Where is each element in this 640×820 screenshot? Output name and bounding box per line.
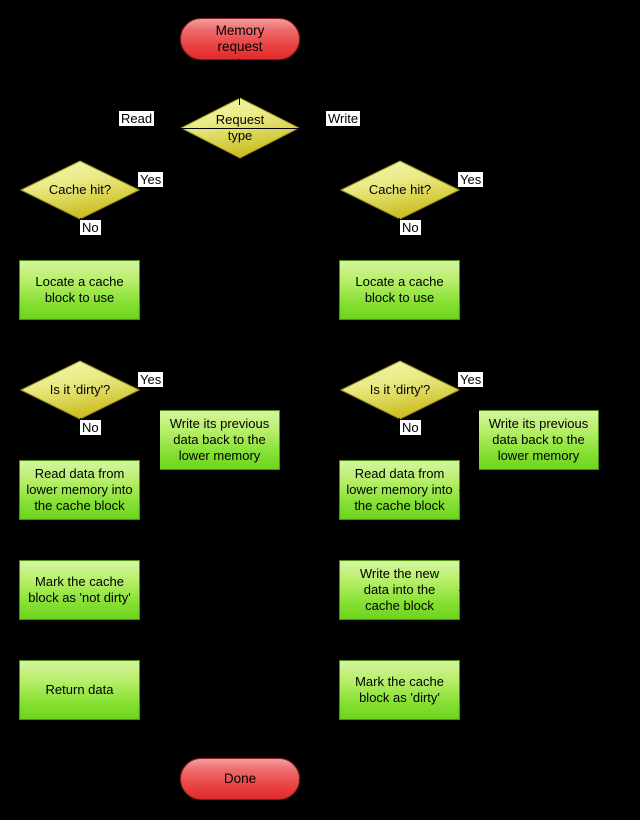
node-write-fetch[interactable]: Read data from lower memory into the cac… bbox=[339, 460, 460, 520]
diamond-shape-icon bbox=[340, 360, 460, 420]
connector-request-to-read-down bbox=[80, 128, 81, 160]
connector-write-fetch-to-newdata bbox=[399, 520, 400, 560]
node-write-locate-block[interactable]: Locate a cache block to use bbox=[339, 260, 460, 320]
edge-label-read-hit-yes: Yes bbox=[138, 172, 164, 187]
node-write-writeback[interactable]: Write its previous data back to the lowe… bbox=[478, 410, 599, 470]
connector-write-dirty-yes-down bbox=[538, 390, 539, 410]
edge-label-write-hit-yes: Yes bbox=[458, 172, 484, 187]
connector-read-writeback-to-fetch bbox=[140, 490, 219, 491]
connector-request-to-read bbox=[80, 128, 240, 129]
connector-write-hit-no-to-locate bbox=[399, 218, 400, 260]
node-read-is-dirty[interactable]: Is it 'dirty'? bbox=[20, 360, 140, 420]
node-read-mark-not-dirty[interactable]: Mark the cache block as 'not dirty' bbox=[19, 560, 140, 620]
node-write-mark-dirty[interactable]: Mark the cache block as 'dirty' bbox=[339, 660, 460, 720]
connector-read-dirty-no-to-fetch bbox=[80, 418, 81, 460]
node-request-type-label: Request type bbox=[215, 112, 265, 143]
edge-label-read-dirty-yes: Yes bbox=[138, 372, 164, 387]
connector-read-return-to-done bbox=[80, 720, 81, 780]
node-write-new-data[interactable]: Write the new data into the cache block bbox=[339, 560, 460, 620]
connector-read-dirty-yes-down bbox=[219, 390, 220, 410]
edge-label-write-dirty-yes: Yes bbox=[458, 372, 484, 387]
connector-read-fetch-to-mark bbox=[80, 520, 81, 560]
connector-read-hit-yes-to-return bbox=[159, 190, 160, 690]
connector-request-to-write bbox=[240, 128, 400, 129]
connector-write-newdata-to-mark bbox=[399, 620, 400, 660]
edge-label-write-dirty-no: No bbox=[400, 420, 421, 435]
connector-read-locate-to-dirty bbox=[80, 320, 81, 360]
connector-write-locate-to-dirty bbox=[399, 320, 400, 360]
edge-label-read-hit-no: No bbox=[80, 220, 101, 235]
edge-label-read: Read bbox=[119, 111, 155, 126]
node-read-cache-hit-label: Cache hit? bbox=[48, 182, 112, 197]
connector-read-yes-join bbox=[140, 690, 160, 691]
connector-write-writeback-to-fetch bbox=[459, 490, 538, 491]
edge-label-read-dirty-no: No bbox=[80, 420, 101, 435]
node-write-is-dirty[interactable]: Is it 'dirty'? bbox=[340, 360, 460, 420]
node-read-writeback[interactable]: Write its previous data back to the lowe… bbox=[159, 410, 280, 470]
node-read-locate-block[interactable]: Locate a cache block to use bbox=[19, 260, 140, 320]
connector-write-done-horizontal bbox=[299, 779, 399, 780]
connector-read-mark-to-return bbox=[80, 620, 81, 660]
connector-request-to-write-down bbox=[399, 128, 400, 160]
node-read-fetch[interactable]: Read data from lower memory into the cac… bbox=[19, 460, 140, 520]
connector-read-dirty-yes-to-writeback bbox=[140, 390, 220, 391]
connector-write-yes-join bbox=[459, 590, 479, 591]
connector-read-done-horizontal bbox=[80, 779, 180, 780]
node-done[interactable]: Done bbox=[180, 758, 300, 800]
connector-start-to-request bbox=[239, 59, 240, 105]
node-write-cache-hit[interactable]: Cache hit? bbox=[340, 160, 460, 220]
node-request-type[interactable]: Request type bbox=[180, 97, 300, 159]
connector-write-mark-to-done bbox=[399, 720, 400, 780]
node-write-cache-hit-label: Cache hit? bbox=[368, 182, 432, 197]
edge-label-write-hit-no: No bbox=[400, 220, 421, 235]
node-write-is-dirty-label: Is it 'dirty'? bbox=[369, 382, 431, 397]
edge-label-write: Write bbox=[326, 111, 361, 126]
node-read-cache-hit[interactable]: Cache hit? bbox=[20, 160, 140, 220]
node-read-is-dirty-label: Is it 'dirty'? bbox=[49, 382, 111, 397]
node-read-return-data[interactable]: Return data bbox=[19, 660, 140, 720]
connector-write-hit-yes-to-newdata bbox=[478, 190, 479, 590]
connector-write-dirty-yes-to-writeback bbox=[459, 390, 539, 391]
diamond-shape-icon bbox=[340, 160, 460, 220]
node-memory-request[interactable]: Memory request bbox=[180, 18, 300, 60]
connector-read-hit-no-to-locate bbox=[80, 218, 81, 260]
connector-write-dirty-no-to-fetch bbox=[399, 418, 400, 460]
